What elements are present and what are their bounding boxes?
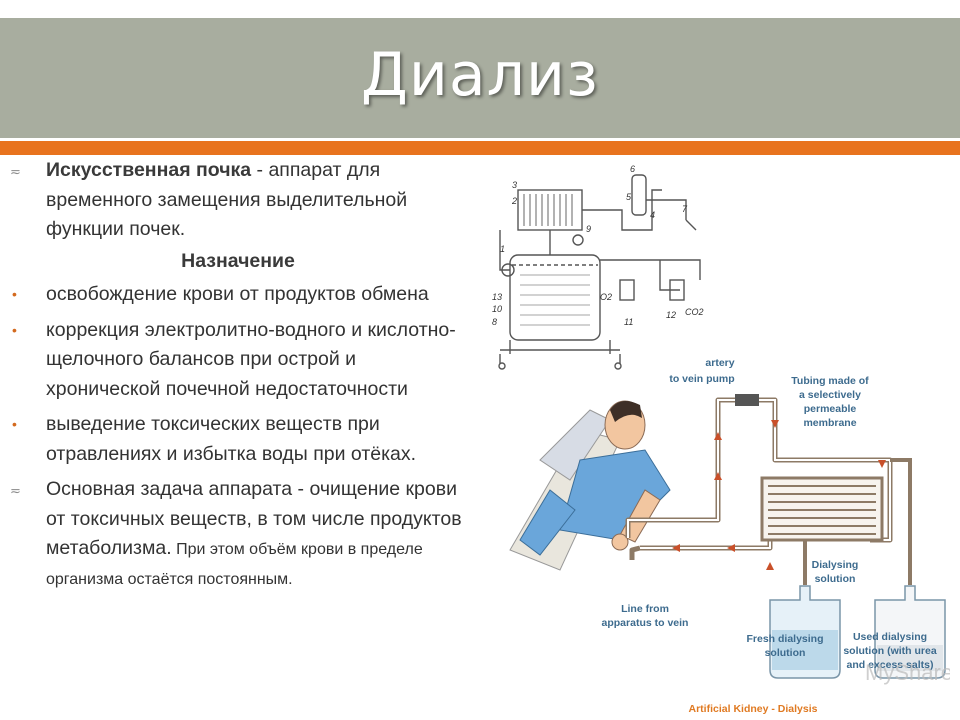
label-tubing-2: a selectively [799,389,861,401]
label-2: 2 [511,196,517,206]
reservoir-tank [509,254,601,341]
intro-item: ≂ Искусственная почка - аппарат для врем… [8,156,468,245]
outlet-tube [646,199,697,231]
side-pipes [600,259,701,291]
label-tubing-1: Tubing made of [791,375,869,387]
label-1: 1 [500,244,505,254]
main-task-small: При этом объём крови в пределе организма… [46,541,423,588]
title-banner: Диализ [0,18,960,138]
label-used-2: solution (with urea [843,645,936,657]
illustration-labels: artery to vein pump Tubing made of a sel… [602,357,937,671]
label-artery: artery [705,357,734,369]
purpose-item: • коррекция электролитно-водного и кисло… [8,316,468,405]
label-co2: CO2 [685,307,704,317]
schematic-labels: 3 2 6 5 4 7 9 1 13 10 8 11 12 CO2 O2 [492,164,704,327]
label-8: 8 [492,317,497,327]
label-dialysing-1: Dialysing [812,559,859,571]
artificial-kidney-illustration [509,394,946,679]
dialysis-apparatus-schematic [498,174,701,370]
label-3: 3 [512,180,517,190]
illustration-caption: Artificial Kidney - Dialysis [689,703,818,715]
bottle-tubes [803,458,912,585]
pipes [499,189,662,271]
fresh-solution-liquid [772,630,838,670]
label-line-2: apparatus to vein [602,617,689,629]
clamp [619,279,635,301]
label-11: 11 [624,317,633,327]
purpose-text: коррекция электролитно-водного и кислотн… [46,318,456,400]
purpose-heading: Назначение [181,249,295,272]
label-line-1: Line from [621,603,669,615]
cart-frame [499,340,621,364]
page-title: Диализ [361,40,599,110]
label-pump: to vein pump [669,373,734,385]
label-4: 4 [650,210,655,220]
label-6: 6 [630,164,635,174]
label-used-3: and excess salts) [847,659,934,671]
label-10: 10 [492,304,502,314]
label-tubing-4: membrane [803,417,856,429]
patient-hand [611,533,629,551]
orange-divider [0,141,960,155]
main-task-text: Основная задача аппарата - очищение кров… [46,478,462,559]
liquid-hatching [520,274,590,326]
drip-chamber [631,174,647,216]
valve [572,234,584,246]
flow-arrows [672,420,886,570]
figures: 3 2 6 5 4 7 9 1 13 10 8 11 12 CO2 O2 [492,164,950,715]
patient-hair [610,401,642,422]
purpose-item: • выведение токсических веществ при отра… [8,410,468,469]
used-solution-liquid [877,645,943,671]
intro-text: - аппарат для временного замещения выдел… [46,159,408,240]
label-dialysing-2: solution [815,573,856,585]
dot-icon: • [12,321,17,338]
main-task-item: ≂ Основная задача аппарата - очищение кр… [8,475,468,593]
clamp [669,279,685,301]
label-7: 7 [682,204,688,214]
purpose-text: освобождение крови от продуктов обмена [46,283,429,305]
label-fresh-2: solution [765,647,806,659]
bullet-icon: ≂ [10,164,21,179]
text-column: ≂ Искусственная почка - аппарат для врем… [8,156,468,593]
bullet-icon: ≂ [10,483,21,498]
label-13: 13 [492,292,502,302]
dot-icon: • [12,416,17,432]
label-9: 9 [586,224,591,234]
label-o2: O2 [600,292,612,302]
dialyser-tubes [768,485,876,535]
dot-icon: • [12,286,17,302]
patient-leg [519,489,576,556]
label-fresh-1: Fresh dialysing [746,633,823,645]
label-12: 12 [666,310,676,320]
label-tubing-3: permeable [804,403,857,415]
intro-term: Искусственная почка [46,159,252,181]
watermark: MyShared [865,660,950,685]
label-5: 5 [626,192,632,202]
pump [735,394,759,406]
label-used-1: Used dialysing [853,631,927,643]
purpose-text: выведение токсических веществ при отравл… [46,413,417,465]
purpose-item: • освобождение крови от продуктов обмена [8,280,468,310]
valve [501,263,515,277]
